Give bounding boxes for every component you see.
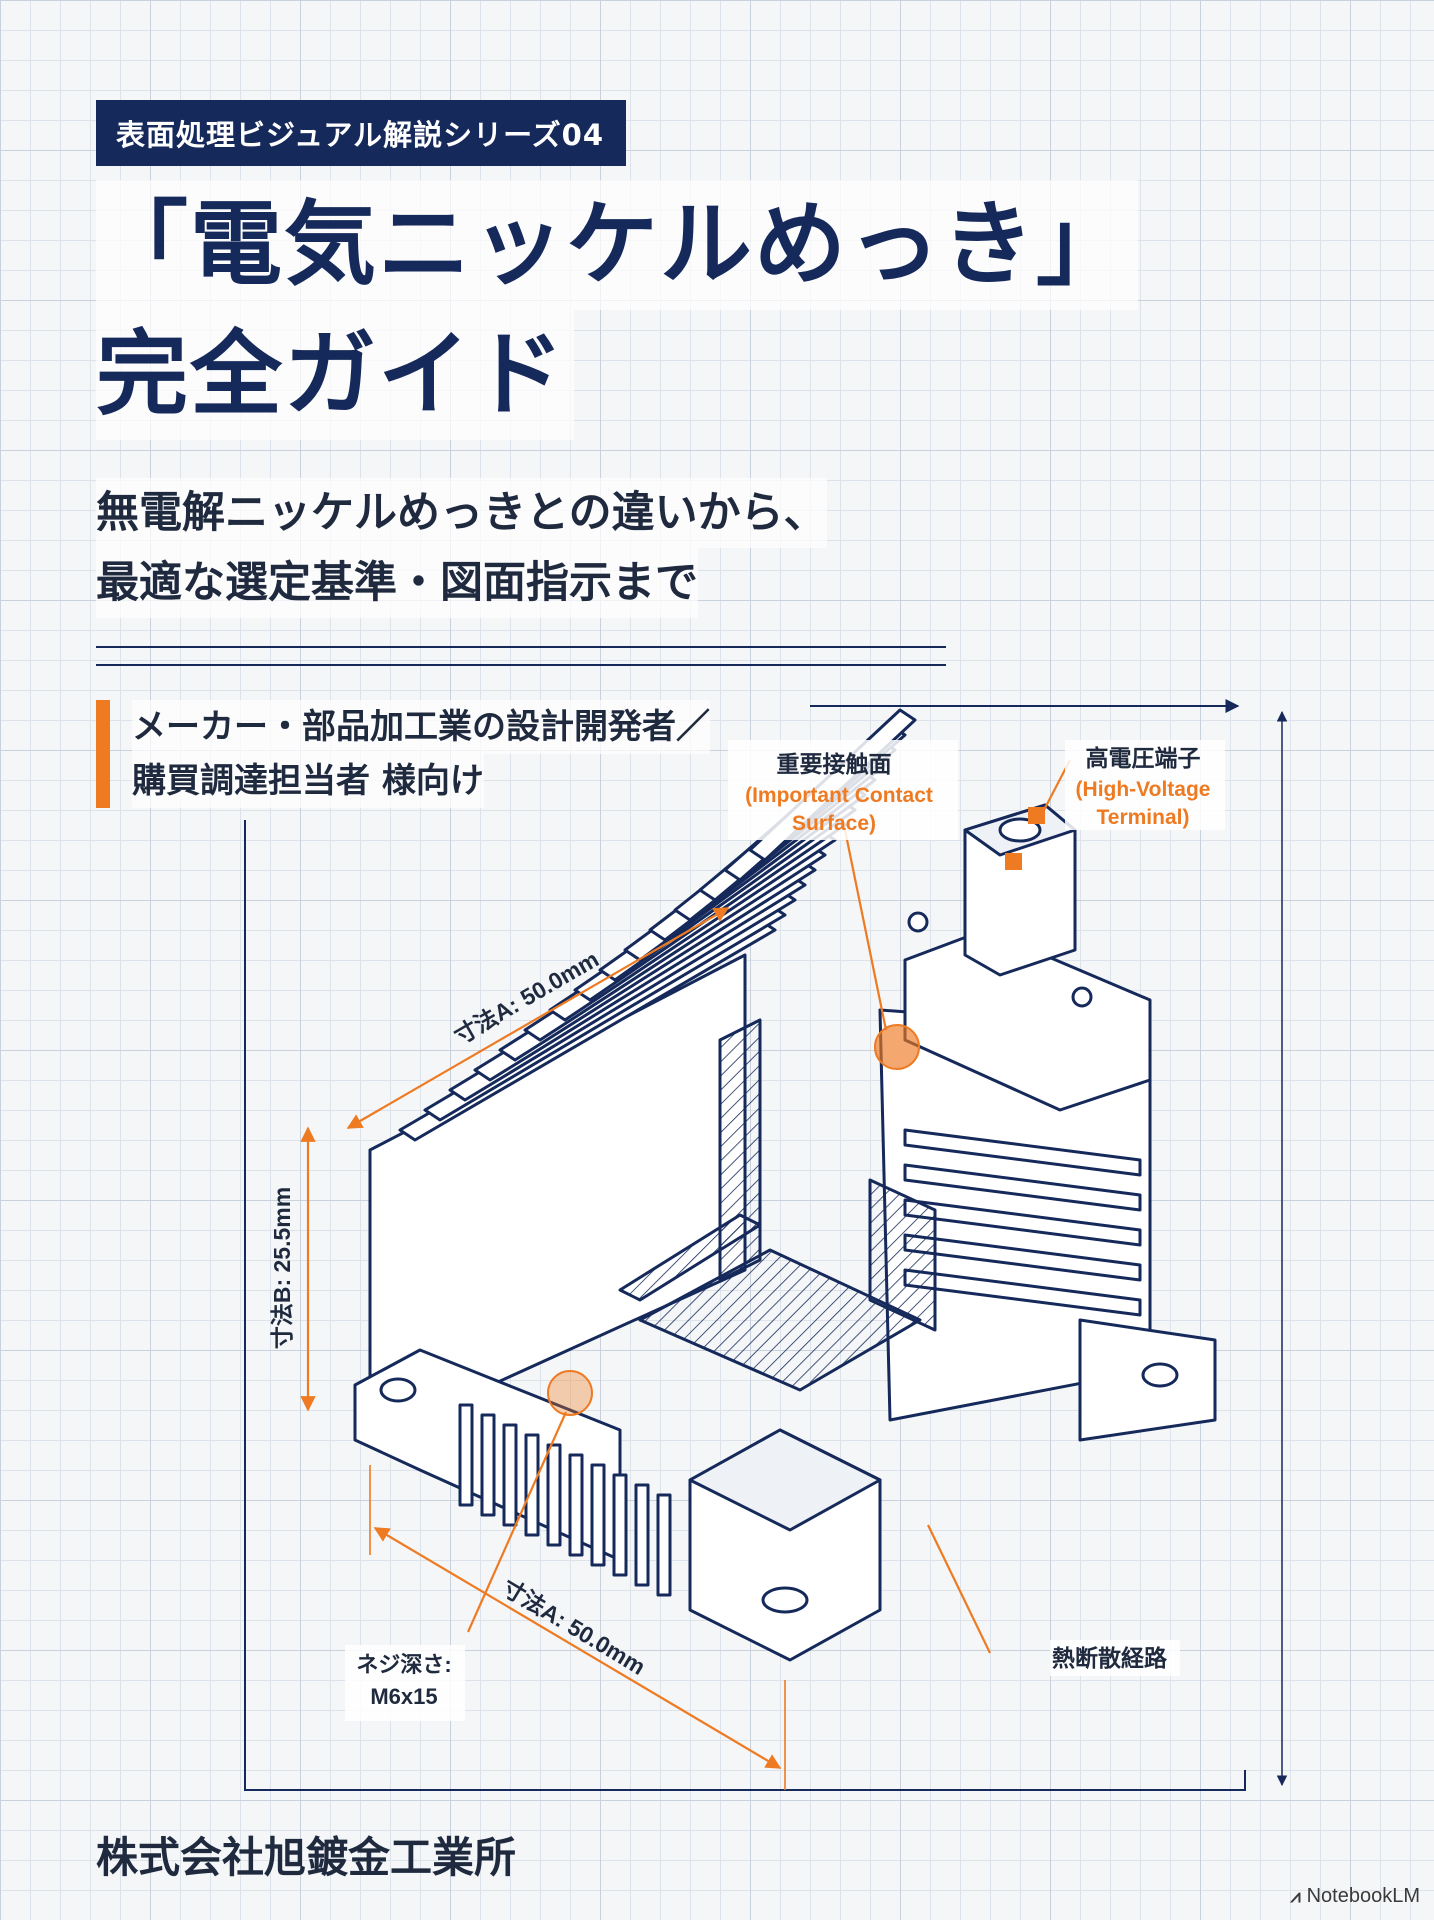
label-heat-path: 熱断散経路 — [1052, 1645, 1168, 1671]
leader-heat-path — [927, 1524, 991, 1654]
thread-depth-marker — [547, 1370, 593, 1416]
leader-thread-depth — [466, 1411, 568, 1633]
leader-contact-surface — [843, 829, 888, 1031]
front-port — [688, 1428, 882, 1662]
terminal-block — [903, 803, 1152, 1112]
label-contact-surface-jp: 重要接触面 — [777, 751, 892, 777]
title-line-1: 「電気ニッケルめっき」 — [96, 180, 1139, 310]
terminal-marker-top — [1028, 807, 1045, 824]
audience-line-1: メーカー・部品加工業の設計開発者／ — [132, 700, 710, 754]
label-thread-depth-2: M6x15 — [370, 1684, 437, 1709]
mounting-hole-right — [1141, 1362, 1179, 1388]
label-terminal-en-1: (High-Voltage — [1076, 778, 1211, 801]
divider-top — [96, 646, 946, 648]
label-dim-b: 寸法B: 25.5mm — [269, 1187, 295, 1349]
page-title: 「電気ニッケルめっき」 完全ガイド — [96, 180, 1139, 440]
company-name: 株式会社旭鍍金工業所 — [96, 1833, 517, 1882]
label-terminal-jp: 高電圧端子 — [1086, 745, 1201, 771]
notebooklm-logo-icon: ⩘ — [1290, 1886, 1301, 1906]
target-audience: メーカー・部品加工業の設計開発者／ 購買調達担当者 様向け — [96, 700, 710, 808]
label-contact-surface-en-2: Surface) — [792, 812, 876, 835]
series-tag: 表面処理ビジュアル解説シリーズ04 — [96, 100, 627, 166]
drawing-frame — [244, 699, 1288, 1791]
cooling-fins-right — [903, 1128, 1142, 1317]
terminal-marker-bottom — [1005, 853, 1022, 870]
cross-section — [618, 1018, 937, 1392]
subtitle-line-2: 最適な選定基準・図面指示まで — [96, 548, 698, 618]
highlight-markers — [547, 807, 1045, 1416]
dim-a-bottom-line — [373, 1527, 782, 1769]
label-terminal-en-2: Terminal) — [1097, 806, 1190, 829]
contact-surface-marker — [874, 1024, 920, 1070]
brand-name: NotebookLM — [1306, 1885, 1420, 1907]
label-contact-surface-en-1: (Important Contact — [745, 784, 933, 807]
subtitle: 無電解ニッケルめっきとの違いから、 最適な選定基準・図面指示まで — [96, 478, 827, 618]
label-thread-depth-1: ネジ深さ: — [356, 1652, 451, 1677]
heatsink-component — [353, 708, 1217, 1662]
mounting-hole-left — [379, 1377, 417, 1403]
audience-line-2: 購買調達担当者 様向け — [132, 754, 484, 808]
divider-bottom — [96, 664, 946, 666]
brand-watermark: ⩘ NotebookLM — [1290, 1885, 1420, 1908]
subtitle-line-1: 無電解ニッケルめっきとの違いから、 — [96, 478, 827, 548]
label-dim-a-bottom: 寸法A: 50.0mm — [497, 1574, 650, 1680]
dim-a-top-line — [346, 907, 730, 1129]
title-line-2: 完全ガイド — [96, 310, 575, 440]
